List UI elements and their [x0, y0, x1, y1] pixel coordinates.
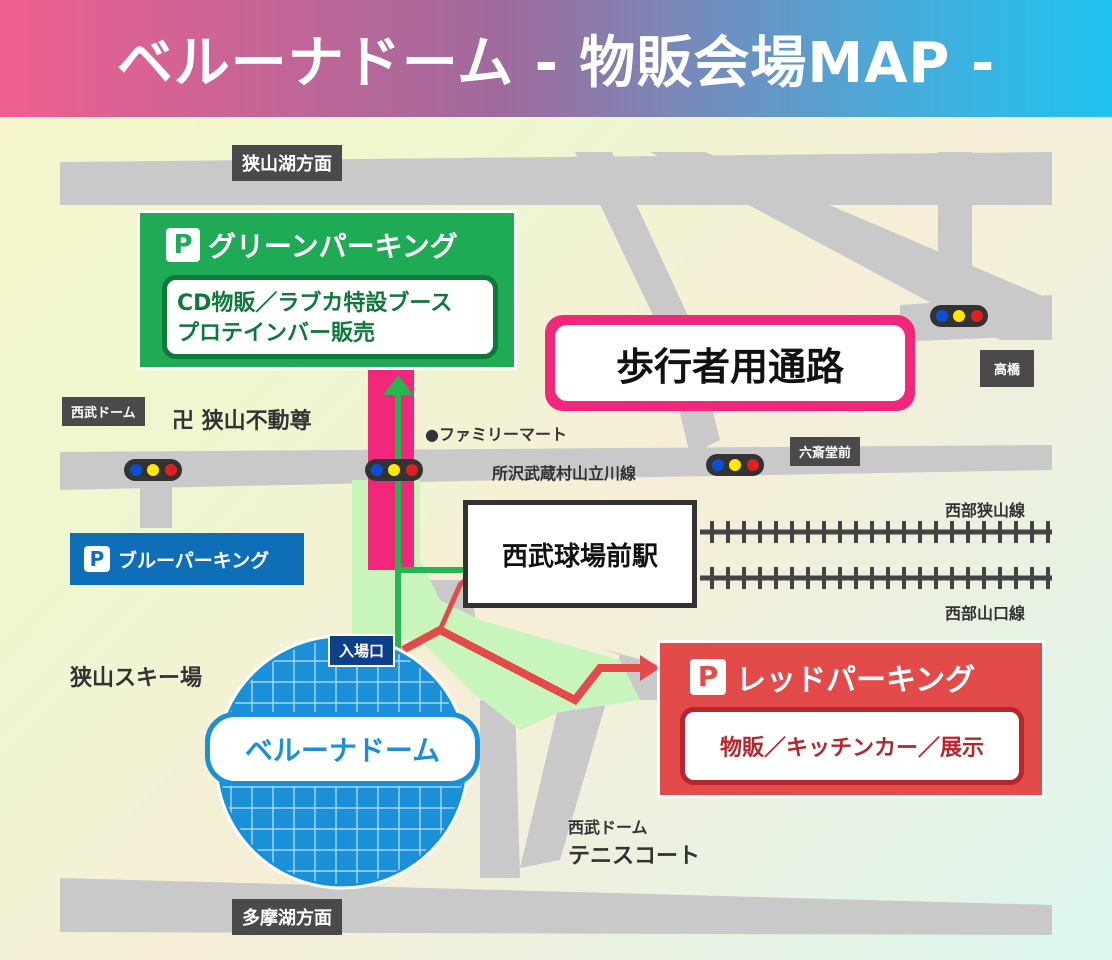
red-parking-title: レッドパーキング: [736, 663, 976, 698]
traffic-light-icon: [365, 459, 423, 481]
parking-p-icon: P: [690, 659, 726, 695]
green-parking-line1: CD物販／ラブカ特設ブース: [177, 291, 453, 316]
header-banner: ベルーナドーム - 物販会場MAP -: [0, 0, 1112, 117]
direction-tamako-tag: 多摩湖方面: [232, 899, 342, 935]
familymart-label: ●ファミリーマート: [425, 425, 567, 444]
road-northeast-vertical: [938, 152, 972, 320]
red-parking-info: 物販／キッチンカー／展示: [680, 707, 1024, 785]
rail-lines: [700, 521, 1052, 589]
road-north: [60, 152, 1052, 205]
line-top-label: 西部狭山線: [945, 501, 1026, 520]
red-parking-sub: 物販／キッチンカー／展示: [719, 736, 984, 761]
red-route-line: [401, 625, 645, 706]
parking-p-icon: P: [84, 546, 110, 572]
traffic-light-icon: [706, 454, 764, 476]
ski-label: 狭山スキー場: [70, 666, 203, 691]
road-west-branch: [140, 480, 172, 528]
green-parking-info: CD物販／ラブカ特設ブース プロテインバー販売: [162, 275, 498, 359]
red-parking-panel: P レッドパーキング 物販／キッチンカー／展示: [657, 640, 1045, 798]
station-name: 西武球場前駅: [501, 541, 658, 572]
green-halo: [352, 480, 640, 730]
page-title: ベルーナドーム - 物販会場MAP -: [116, 31, 996, 96]
tennis-label-line2: テニスコート: [568, 844, 701, 869]
parking-p-icon: P: [166, 228, 200, 262]
road-south: [60, 878, 1052, 935]
walkway-label: 歩行者用通路: [615, 344, 844, 389]
dome-name: ベルーナドーム: [244, 734, 441, 767]
blue-parking-title: ブルーパーキング: [118, 549, 270, 572]
line-bottom-label: 西部山口線: [945, 604, 1026, 623]
walkway-panel: 歩行者用通路: [545, 315, 915, 411]
red-route-arrow: [640, 655, 660, 681]
road-south-diagonal: [480, 700, 520, 878]
green-route-arrow: [383, 375, 413, 395]
traffic-light-icon: [930, 305, 988, 327]
green-parking-line2: プロテインバー販売: [177, 321, 376, 346]
fudoson-label: 卍 狭山不動尊: [172, 409, 312, 434]
green-parking-title: グリーンパーキング: [208, 230, 458, 263]
tennis-label-line1: 西武ドーム: [568, 818, 648, 837]
blue-parking-panel: P ブルーパーキング: [70, 533, 304, 585]
entrance-tag: 入場口: [328, 634, 396, 667]
direction-takahashi-tag: 高橋: [980, 350, 1035, 387]
direction-sayamako-tag: 狭山湖方面: [232, 145, 342, 181]
road-name-label: 所沢武蔵村山立川線: [492, 464, 637, 483]
green-parking-panel: P グリーンパーキング CD物販／ラブカ特設ブース プロテインバー販売: [137, 210, 517, 370]
traffic-light-icon: [124, 459, 182, 481]
rokusaidomae-tag: 六斎堂前: [790, 437, 861, 466]
station-box: 西武球場前駅: [463, 500, 697, 608]
dome-label-box: ベルーナドーム: [205, 712, 480, 786]
seibu-dome-tag: 西武ドーム: [62, 397, 145, 426]
